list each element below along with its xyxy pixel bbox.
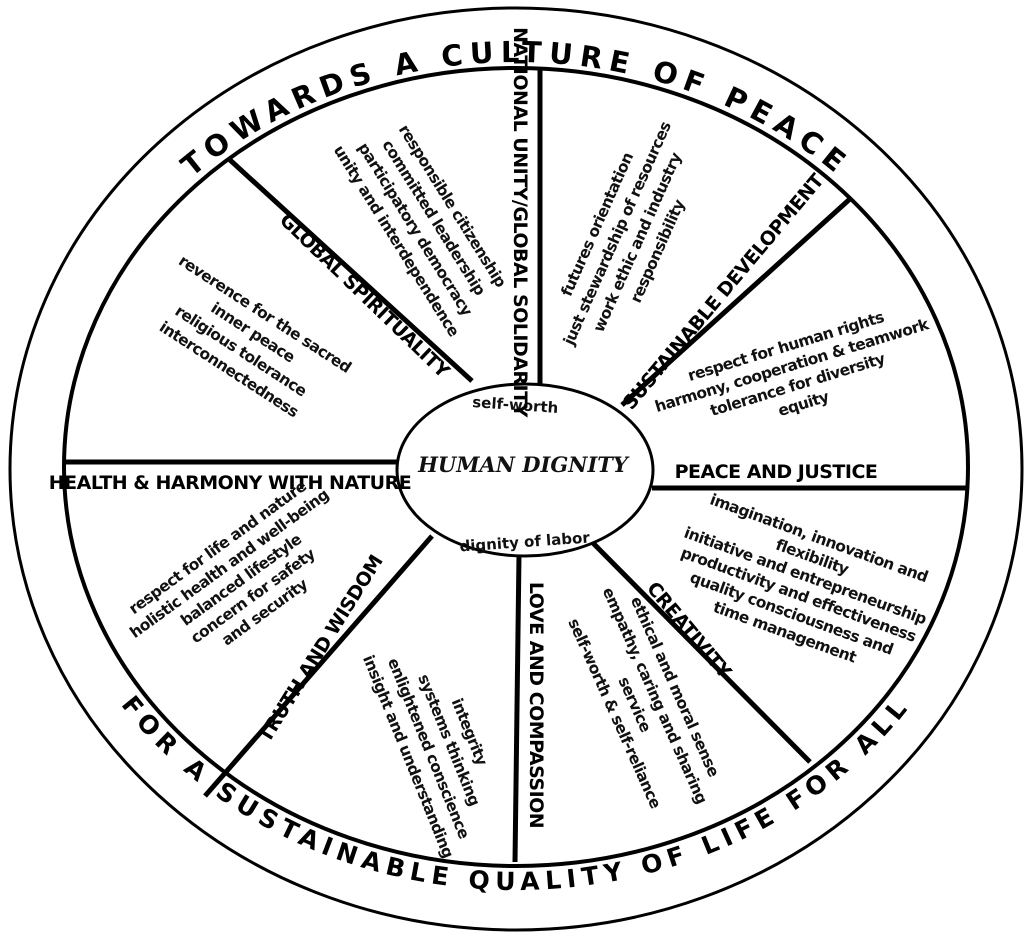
center-top-label: self-worth xyxy=(472,393,559,417)
sector-heading: NATIONAL UNITY/GLOBAL SOLIDARITY xyxy=(509,27,531,417)
center-title: HUMAN DIGNITY xyxy=(417,452,630,477)
sector-dividers xyxy=(65,68,968,863)
divider-line xyxy=(512,554,522,863)
divider-line xyxy=(620,196,853,407)
divider-line xyxy=(588,538,812,764)
sector-heading: HEALTH & HARMONY WITH NATURE xyxy=(49,472,411,494)
divider-line xyxy=(228,158,474,383)
sector-love-and-compassion: LOVE AND COMPASSION ethical and moral se… xyxy=(525,582,723,828)
sector-creativity: CREATIVITY imagination, innovation and f… xyxy=(642,490,930,683)
sector-heading: PEACE AND JUSTICE xyxy=(675,461,878,483)
divider-line xyxy=(203,534,434,798)
center-ellipse xyxy=(395,382,655,558)
outer-circle xyxy=(8,6,1024,932)
sector-heading: LOVE AND COMPASSION xyxy=(525,582,547,828)
inner-circle xyxy=(62,66,970,868)
